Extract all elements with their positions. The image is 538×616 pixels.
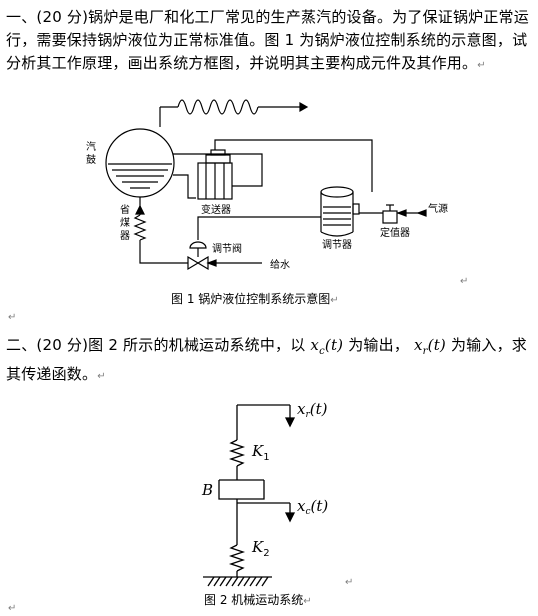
damper-cylinder xyxy=(218,480,265,500)
drum xyxy=(105,128,175,198)
label-positioner: 定值器 xyxy=(380,226,410,239)
figure-2-caption-text: 图 2 机械运动系统 xyxy=(204,593,304,607)
label-drum-2: 鼓 xyxy=(86,153,96,166)
xr-label-var: x xyxy=(297,400,306,418)
b-label: B xyxy=(201,481,213,499)
figure-2-caption: 图 2 机械运动系统↵ xyxy=(204,591,312,608)
economizer-coil xyxy=(133,214,147,241)
control-valve xyxy=(187,241,209,271)
paragraph-mark: ↵ xyxy=(303,596,312,607)
steam-coil xyxy=(177,99,259,115)
label-economizer-1: 省 xyxy=(120,203,130,216)
positioner xyxy=(382,204,398,224)
label-economizer-2: 煤 xyxy=(120,216,130,229)
paragraph-mark: ↵ xyxy=(477,60,486,71)
xc-label-arg: (t) xyxy=(311,497,329,515)
figure-1-caption: 图 1 锅炉液位控制系统示意图↵ xyxy=(171,290,339,307)
label-feedwater: 给水 xyxy=(270,258,290,271)
regulator xyxy=(320,186,360,237)
paragraph-mark: ↵ xyxy=(330,295,339,306)
label-valve: 调节阀 xyxy=(212,242,242,255)
svg-text:K2: K2 xyxy=(251,538,270,559)
figure-2-mechanical-system: xr(t) xc(t) K1 K2 B xyxy=(201,400,328,587)
k2-label: K xyxy=(251,538,264,556)
figure-1-boiler-diagram: 汽 鼓 省 煤 器 变送器 调节器 定值器 气源 调节阀 给水 xyxy=(86,99,448,271)
k2-subscript: 2 xyxy=(263,548,269,559)
label-economizer-3: 器 xyxy=(120,230,130,242)
question-1-text: 一、(20 分)锅炉是电厂和化工厂常见的生产蒸汽的设备。为了保证锅炉正常运行，需… xyxy=(6,8,529,72)
paragraph-mark: ↵ xyxy=(460,276,469,287)
paragraph-mark: ↵ xyxy=(97,371,106,382)
output-variable-subscript: c xyxy=(319,346,325,357)
xr-label-arg: (t) xyxy=(310,400,328,418)
svg-text:K1: K1 xyxy=(251,442,270,463)
label-transmitter: 变送器 xyxy=(201,203,231,216)
spring-k1 xyxy=(228,439,246,467)
output-variable: x xyxy=(310,336,320,354)
transmitter xyxy=(197,149,233,200)
xc-label-sub: c xyxy=(305,507,310,517)
paragraph-mark: ↵ xyxy=(8,603,17,614)
svg-text:xr(t): xr(t) xyxy=(297,400,328,420)
output-variable-argument: (t) xyxy=(324,336,344,354)
k1-label: K xyxy=(251,442,264,460)
question-2-text-1: 二、(20 分)图 2 所示的机械运动系统中，以 xyxy=(6,336,311,354)
input-variable-subscript: r xyxy=(422,346,428,357)
paragraph-mark: ↵ xyxy=(8,312,17,323)
figure-1-caption-text: 图 1 锅炉液位控制系统示意图 xyxy=(171,292,331,306)
question-2-text-2: 为输出， xyxy=(343,336,414,354)
question-2: 二、(20 分)图 2 所示的机械运动系统中，以 xc(t) 为输出， xr(t… xyxy=(6,334,532,388)
input-variable-argument: (t) xyxy=(427,336,446,354)
xc-label-var: x xyxy=(297,497,306,515)
question-2-text-3: 为输入，求其传递函数。 xyxy=(6,336,527,383)
question-1: 一、(20 分)锅炉是电厂和化工厂常见的生产蒸汽的设备。为了保证锅炉正常运行，需… xyxy=(6,6,532,77)
k1-subscript: 1 xyxy=(263,452,269,463)
xr-label-sub: r xyxy=(305,410,310,420)
label-regulator: 调节器 xyxy=(322,239,352,251)
svg-text:xc(t): xc(t) xyxy=(297,497,328,517)
input-variable: x xyxy=(414,336,423,354)
spring-k2 xyxy=(228,544,246,572)
label-air-source: 气源 xyxy=(428,202,448,215)
label-drum-1: 汽 xyxy=(86,140,96,153)
paragraph-mark: ↵ xyxy=(345,577,354,588)
